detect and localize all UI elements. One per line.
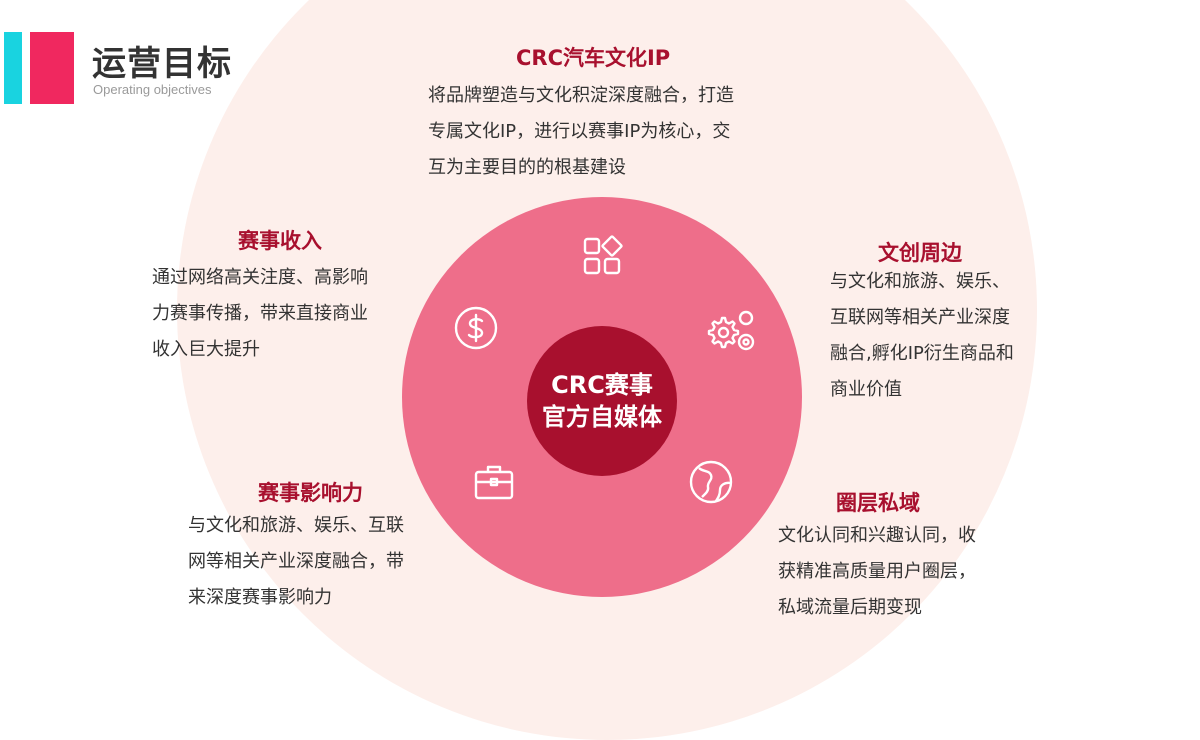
- globe-icon: [687, 458, 735, 506]
- block-influence: 赛事影响力: [258, 477, 363, 515]
- block-line: 获精准高质量用户圈层，: [778, 561, 976, 582]
- accent-bar-cyan: [4, 32, 22, 104]
- block-line: 互为主要目的的根基建设: [428, 157, 626, 178]
- block-line: 与文化和旅游、娱乐、: [830, 271, 1010, 292]
- block-line: 将品牌塑造与文化积淀深度融合，打造: [428, 85, 734, 106]
- core-line-2: 官方自媒体: [542, 403, 662, 431]
- block-line: 互联网等相关产业深度: [830, 307, 1010, 328]
- block-line: 力赛事传播，带来直接商业: [152, 303, 368, 324]
- block-line: 私域流量后期变现: [778, 597, 922, 618]
- block-heading: CRC汽车文化IP: [516, 46, 671, 70]
- page-title: 运营目标: [92, 44, 232, 84]
- block-line: 文化认同和兴趣认同，收: [778, 525, 976, 546]
- block-revenue: 赛事收入: [238, 225, 322, 263]
- block-heading: 文创周边: [878, 241, 962, 265]
- block-heading: 赛事影响力: [258, 481, 363, 505]
- block-merch-body: 与文化和旅游、娱乐、 互联网等相关产业深度 融合,孵化IP衍生商品和 商业价值: [830, 264, 1014, 408]
- core-line-1: CRC赛事: [551, 371, 653, 399]
- block-culture-ip: CRC汽车文化IP: [516, 42, 670, 80]
- dollar-icon: [452, 304, 500, 352]
- block-line: 来深度赛事影响力: [188, 587, 332, 608]
- block-merch: 文创周边: [878, 237, 962, 275]
- block-line: 通过网络高关注度、高影响: [152, 267, 368, 288]
- block-influence-body: 与文化和旅游、娱乐、互联 网等相关产业深度融合，带 来深度赛事影响力: [188, 508, 404, 616]
- accent-bar-pink: [30, 32, 74, 104]
- block-line: 融合,孵化IP衍生商品和: [830, 343, 1014, 364]
- block-line: 网等相关产业深度融合，带: [188, 551, 404, 572]
- block-culture-ip-body: 将品牌塑造与文化积淀深度融合，打造 专属文化IP，进行以赛事IP为核心，交 互为…: [428, 78, 734, 186]
- block-line: 商业价值: [830, 379, 902, 400]
- page-subtitle: Operating objectives: [93, 82, 212, 97]
- gears-icon: [706, 306, 758, 358]
- block-line: 与文化和旅游、娱乐、互联: [188, 515, 404, 536]
- block-private-domain-body: 文化认同和兴趣认同，收 获精准高质量用户圈层， 私域流量后期变现: [778, 518, 976, 626]
- block-heading: 圈层私域: [836, 491, 920, 515]
- briefcase-icon: [470, 458, 518, 506]
- block-line: 收入巨大提升: [152, 339, 260, 360]
- block-heading: 赛事收入: [238, 229, 322, 253]
- block-private-domain: 圈层私域: [836, 487, 920, 525]
- block-revenue-body: 通过网络高关注度、高影响 力赛事传播，带来直接商业 收入巨大提升: [152, 260, 368, 368]
- core-circle: CRC赛事 官方自媒体: [527, 326, 677, 476]
- block-line: 专属文化IP，进行以赛事IP为核心，交: [428, 121, 731, 142]
- apps-grid-icon: [578, 232, 626, 280]
